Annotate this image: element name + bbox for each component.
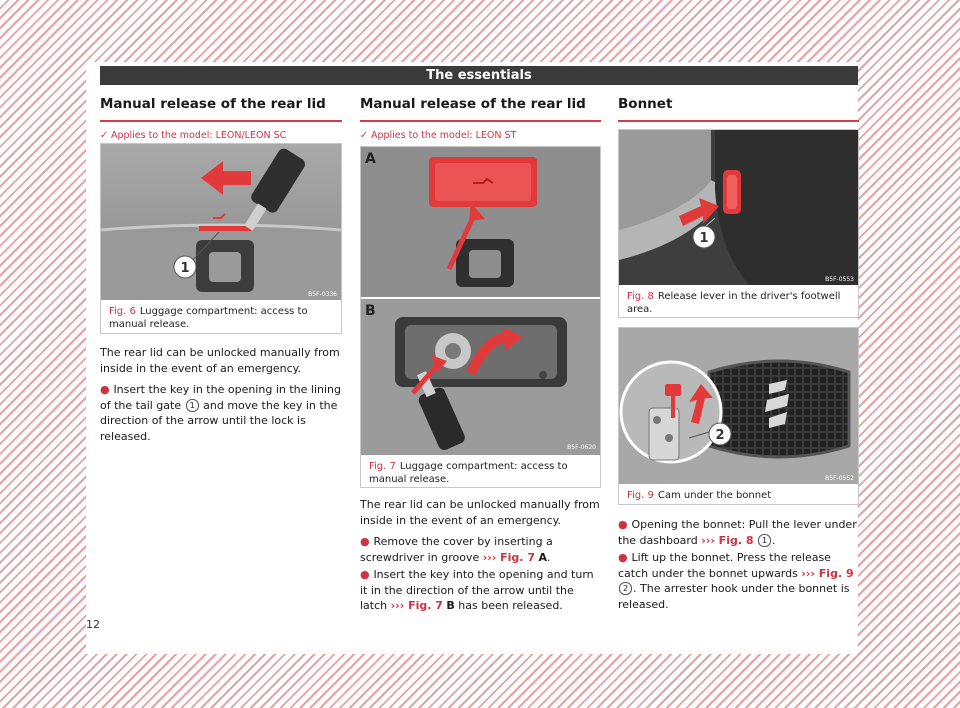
check-icon: ✓ [360, 130, 368, 141]
footwell-lever-illustration: 1 B5F-0553 [619, 130, 858, 285]
callout-1: 1 [180, 261, 189, 276]
column-rear-lid-leon: Manual release of the rear lid ✓Applies … [100, 96, 342, 144]
bullet-icon: ● [618, 551, 632, 564]
figure-code: B5F-0620 [567, 444, 596, 451]
chapter-header: The essentials [100, 66, 858, 85]
section-title: Manual release of the rear lid [100, 96, 342, 122]
fig-ref[interactable]: ››› Fig. 7 [390, 599, 443, 612]
label-b: B [365, 303, 376, 319]
column-bonnet: Bonnet [618, 96, 859, 122]
applies-note: ✓Applies to the model: LEON/LEON SC [100, 130, 287, 141]
column-rear-lid-leon-st: Manual release of the rear lid ✓Applies … [360, 96, 601, 144]
bonnet-cam-illustration: 2 B5F-0552 [619, 328, 858, 484]
fig-ref[interactable]: ››› Fig. 7 [482, 550, 535, 564]
col3-body-text: ● Opening the bonnet: Pull the lever und… [618, 518, 857, 611]
callout-ref: 1 [185, 398, 199, 412]
callout-ref: 2 [619, 582, 632, 595]
col1-body-text: The rear lid can be unlocked manually fr… [100, 346, 341, 443]
check-icon: ✓ [100, 130, 108, 141]
bullet-icon: ● [618, 518, 632, 531]
fig-ref[interactable]: ››› Fig. 9 [801, 566, 854, 580]
figure-code: B5F-0336 [308, 291, 337, 298]
luggage-release-illustration: 1 B5F-0336 [101, 144, 341, 300]
label-a: A [365, 151, 376, 167]
callout-2: 2 [715, 428, 724, 443]
figure-code: B5F-0552 [825, 475, 854, 482]
bullet-icon: ● [360, 535, 374, 548]
bullet-icon: ● [100, 383, 114, 396]
figure-code: B5F-0553 [825, 276, 854, 283]
callout-1: 1 [699, 231, 708, 246]
callout-ref: 1 [758, 533, 771, 547]
bullet-icon: ● [360, 568, 374, 581]
page-number: 12 [86, 618, 100, 631]
section-title: Bonnet [618, 96, 859, 122]
section-title: Manual release of the rear lid [360, 96, 601, 122]
col2-body-text: The rear lid can be unlocked manually fr… [360, 498, 600, 612]
applies-note: ✓Applies to the model: LEON ST [360, 130, 517, 141]
fig-ref[interactable]: ››› Fig. 8 [701, 533, 754, 547]
luggage-release-st-illustration: A B B5F-0620 [361, 147, 600, 455]
